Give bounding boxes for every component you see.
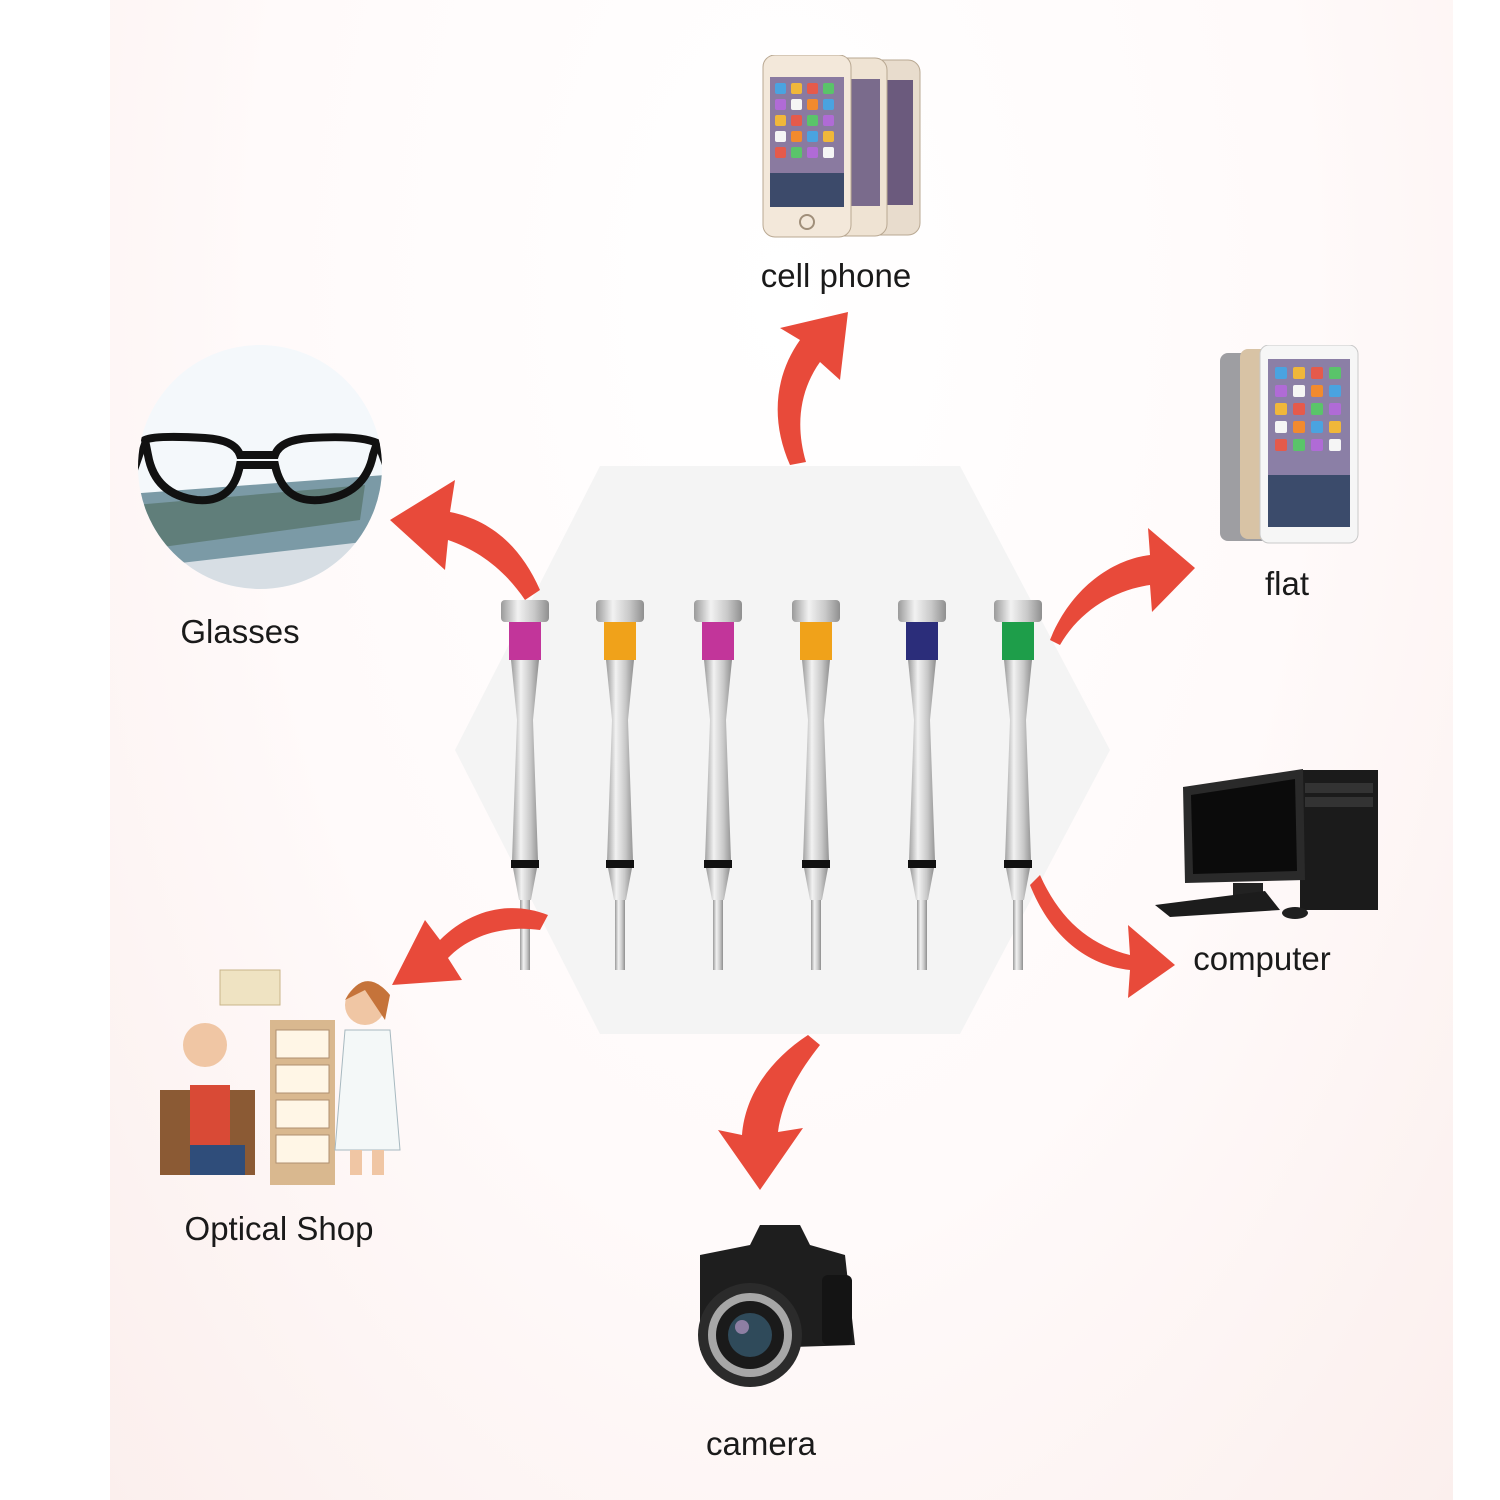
cell-phone-icon	[762, 55, 921, 238]
label-camera: camera	[705, 1425, 817, 1462]
camera-icon	[698, 1225, 855, 1387]
arrow-to-flat	[1050, 528, 1195, 645]
label-flat: flat	[1264, 565, 1310, 602]
computer-icon	[1155, 769, 1378, 919]
arrow-to-optical-shop	[392, 908, 548, 985]
screwdriver-set-hexagon	[455, 466, 1110, 1034]
label-optical-shop: Optical Shop	[184, 1210, 374, 1247]
glasses-icon	[138, 345, 382, 589]
arrow-to-computer	[1030, 875, 1175, 998]
tablet-icon	[1220, 345, 1359, 544]
arrow-to-cell-phone	[777, 312, 848, 465]
screwdriver-icon	[898, 600, 946, 970]
screwdriver-icon	[596, 600, 644, 970]
screwdriver-icon	[792, 600, 840, 970]
arrow-to-glasses	[390, 480, 540, 600]
label-glasses: Glasses	[180, 613, 300, 650]
arrow-to-camera	[718, 1035, 820, 1190]
screwdriver-icon	[501, 600, 549, 970]
screwdriver-icon	[694, 600, 742, 970]
optical-shop-icon	[160, 969, 401, 1185]
screwdriver-icon	[994, 600, 1042, 970]
label-cell-phone: cell phone	[760, 257, 912, 294]
label-computer: computer	[1193, 940, 1331, 977]
